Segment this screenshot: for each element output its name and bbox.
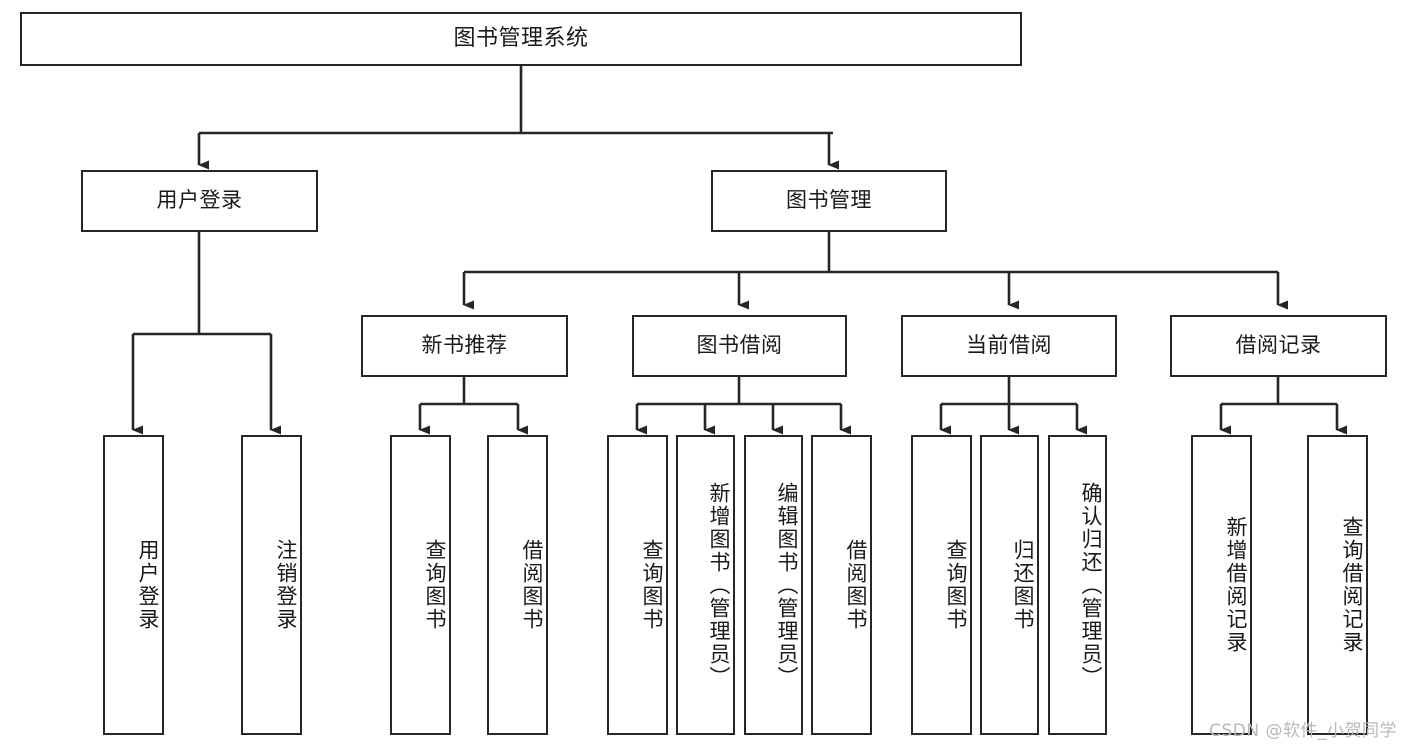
leaf-add-book-label: 新增图书（管理员） [707, 481, 731, 689]
node-book-manage-label: 图书管理 [786, 188, 872, 213]
leaf-query-book-2[interactable]: 查询图书 [607, 435, 668, 735]
leaf-confirm-return-label: 确认归还（管理员） [1079, 481, 1103, 689]
node-user-login-label: 用户登录 [156, 188, 243, 213]
leaf-query-record[interactable]: 查询借阅记录 [1307, 435, 1368, 735]
edge-bookmanage-to-level2 [462, 232, 1288, 310]
leaf-add-book[interactable]: 新增图书（管理员） [676, 435, 735, 735]
node-current-borrow[interactable]: 当前借阅 [901, 315, 1117, 377]
leaf-add-record-label: 新增借阅记录 [1224, 516, 1248, 654]
edge-borrowrecord-to-leaves [1219, 377, 1347, 435]
node-new-book-rec[interactable]: 新书推荐 [361, 315, 568, 377]
leaf-query-book-1[interactable]: 查询图书 [390, 435, 451, 735]
leaf-query-book-3-label: 查询图书 [944, 539, 968, 631]
leaf-user-login[interactable]: 用户登录 [103, 435, 164, 735]
leaf-borrow-book-2-label: 借阅图书 [844, 539, 868, 631]
leaf-edit-book[interactable]: 编辑图书（管理员） [744, 435, 803, 735]
csdn-watermark: CSDN @软件_小贺同学 [1209, 721, 1397, 741]
leaf-query-record-label: 查询借阅记录 [1340, 516, 1364, 654]
node-book-manage[interactable]: 图书管理 [711, 170, 947, 232]
leaf-user-logout-label: 注销登录 [274, 539, 298, 631]
edge-bookborrow-to-leaves [635, 377, 851, 435]
node-root-system[interactable]: 图书管理系统 [20, 12, 1022, 66]
node-root-label: 图书管理系统 [453, 25, 589, 51]
leaf-return-book[interactable]: 归还图书 [980, 435, 1039, 735]
edge-newbookrec-to-leaves [418, 377, 528, 435]
leaf-borrow-book-1-label: 借阅图书 [520, 539, 544, 631]
leaf-return-book-label: 归还图书 [1011, 539, 1035, 631]
leaf-query-book-2-label: 查询图书 [640, 539, 664, 631]
leaf-borrow-book-1[interactable]: 借阅图书 [487, 435, 548, 735]
leaf-user-logout[interactable]: 注销登录 [241, 435, 302, 735]
leaf-edit-book-label: 编辑图书（管理员） [775, 481, 799, 689]
edge-currentborrow-to-leaves [939, 377, 1087, 435]
node-current-borrow-label: 当前借阅 [966, 333, 1052, 358]
leaf-borrow-book-2[interactable]: 借阅图书 [811, 435, 872, 735]
edge-root-to-level1 [197, 66, 839, 170]
edge-userlogin-to-leaves [131, 232, 281, 435]
node-book-borrow[interactable]: 图书借阅 [632, 315, 847, 377]
leaf-add-record[interactable]: 新增借阅记录 [1191, 435, 1252, 735]
leaf-query-book-1-label: 查询图书 [423, 539, 447, 631]
leaf-query-book-3[interactable]: 查询图书 [911, 435, 972, 735]
node-borrow-record[interactable]: 借阅记录 [1170, 315, 1387, 377]
leaf-confirm-return[interactable]: 确认归还（管理员） [1048, 435, 1107, 735]
leaf-user-login-label: 用户登录 [136, 539, 160, 631]
node-borrow-record-label: 借阅记录 [1235, 333, 1322, 358]
node-user-login[interactable]: 用户登录 [81, 170, 318, 232]
node-book-borrow-label: 图书借阅 [696, 333, 783, 358]
node-new-book-rec-label: 新书推荐 [421, 333, 508, 358]
